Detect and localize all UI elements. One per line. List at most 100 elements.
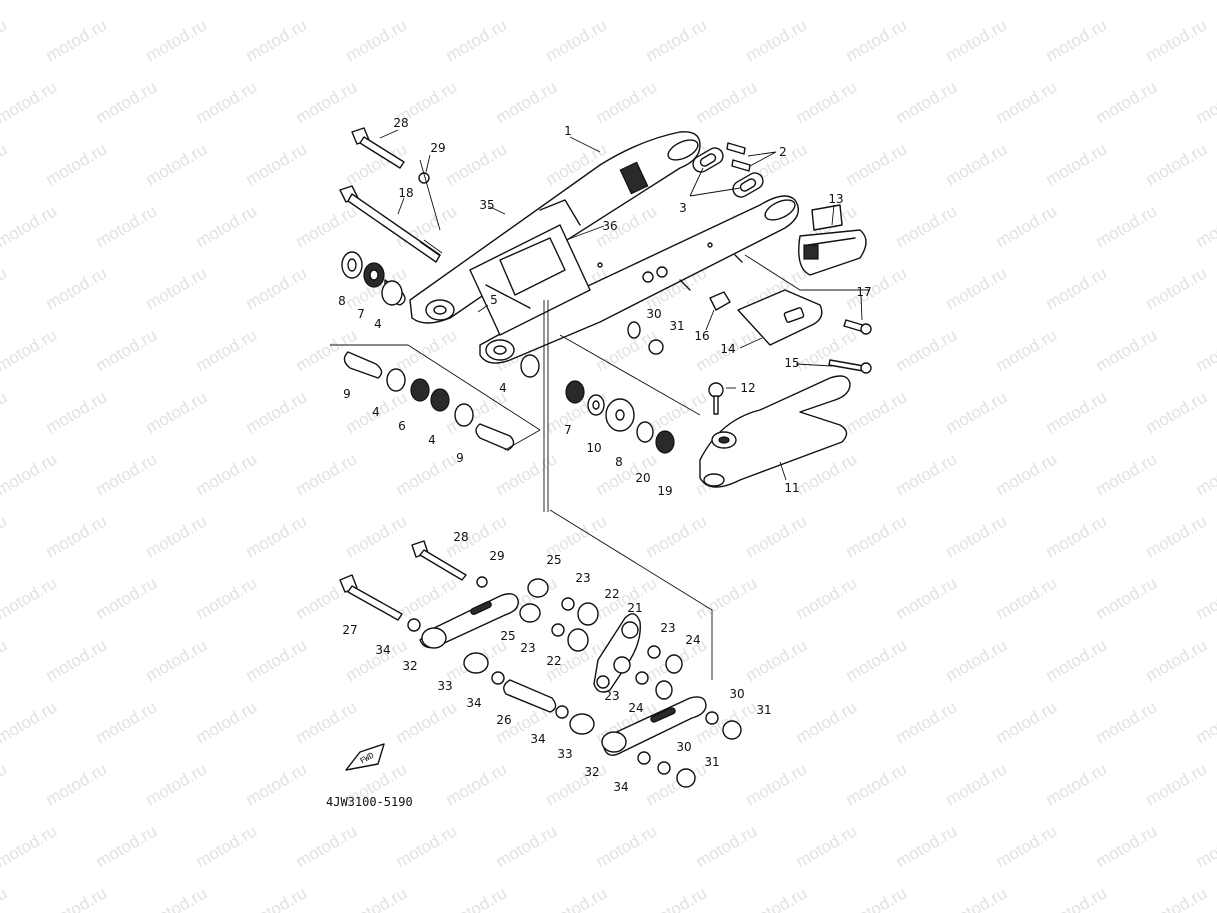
watermark-text: motod.ru — [93, 821, 161, 871]
adjuster-bolts — [726, 142, 751, 172]
callout-12: 12 — [740, 381, 755, 395]
watermark-text: motod.ru — [593, 0, 661, 3]
watermark-text: motod.ru — [943, 635, 1011, 685]
watermark-text: motod.ru — [693, 573, 761, 623]
watermark-text: motod.ru — [243, 635, 311, 685]
callout-8b: 8 — [615, 455, 623, 469]
callout-35: 35 — [479, 198, 494, 212]
watermark-text: motod.ru — [943, 139, 1011, 189]
leader-lines — [379, 129, 863, 481]
watermark-text: motod.ru — [1043, 139, 1111, 189]
hardware-right — [708, 291, 872, 415]
watermark-text: motod.ru — [93, 325, 161, 375]
watermark-text: motod.ru — [993, 449, 1061, 499]
watermark-text: motod.ru — [793, 697, 861, 747]
watermark-text: motod.ru — [143, 263, 211, 313]
watermark-text: motod.ru — [1093, 77, 1161, 127]
watermark-text: motod.ru — [143, 387, 211, 437]
watermark-text: motod.ru — [743, 759, 811, 809]
watermark-text: motod.ru — [793, 573, 861, 623]
watermark-text: motod.ru — [293, 0, 361, 3]
callout-1: 1 — [564, 124, 572, 138]
watermark-text: motod.ru — [243, 387, 311, 437]
watermark-text: motod.ru — [1043, 635, 1111, 685]
watermark-text: motod.ru — [143, 139, 211, 189]
watermark-text: motod.ru — [93, 0, 161, 3]
watermark-text: motod.ru — [443, 139, 511, 189]
watermark-text: motod.ru — [193, 325, 261, 375]
watermark-text: motod.ru — [443, 15, 511, 65]
callout-28a: 28 — [393, 116, 408, 130]
watermark-text: motod.ru — [1193, 325, 1217, 375]
callout-9b: 9 — [456, 451, 464, 465]
callout-27: 27 — [342, 623, 357, 637]
watermark-text: motod.ru — [793, 77, 861, 127]
connecting-arm — [699, 375, 851, 488]
callout-17: 17 — [856, 285, 871, 299]
watermark-text: motod.ru — [643, 15, 711, 65]
watermark-text: motod.ru — [1143, 139, 1211, 189]
watermark-text: motod.ru — [243, 759, 311, 809]
watermark-text: motod.ru — [243, 263, 311, 313]
watermark-text: motod.ru — [843, 139, 911, 189]
watermark-text: motod.ru — [993, 77, 1061, 127]
callout-numbers: 1 2 3 4 4 4 4 5 6 7 7 8 8 9 9 10 11 12 1… — [338, 116, 871, 794]
watermark-text: motod.ru — [1143, 759, 1211, 809]
callout-33a: 33 — [437, 679, 452, 693]
callout-23d: 23 — [604, 689, 619, 703]
callout-26: 26 — [496, 713, 511, 727]
callout-24a: 24 — [685, 633, 700, 647]
callout-30c: 30 — [676, 740, 691, 754]
callout-14: 14 — [720, 342, 735, 356]
watermark-text: motod.ru — [143, 635, 211, 685]
watermark-text: motod.ru — [1143, 635, 1211, 685]
watermark-text: motod.ru — [193, 0, 261, 3]
callout-11: 11 — [784, 481, 799, 495]
watermark-text: motod.ru — [493, 821, 561, 871]
fwd-arrow: FWD — [345, 743, 385, 771]
watermark-text: motod.ru — [1093, 201, 1161, 251]
callout-15: 15 — [784, 356, 799, 370]
watermark-text: motod.ru — [93, 449, 161, 499]
watermark-text: motod.ru — [993, 201, 1061, 251]
watermark-text: motod.ru — [343, 15, 411, 65]
watermark-text: motod.ru — [643, 511, 711, 561]
watermark-text: motod.ru — [193, 573, 261, 623]
watermark-text: motod.ru — [793, 0, 861, 3]
linkage-assembly — [339, 540, 742, 788]
watermark-text: motod.ru — [993, 821, 1061, 871]
watermark-text: motod.ru — [943, 511, 1011, 561]
callout-29b: 29 — [489, 549, 504, 563]
callout-4c: 4 — [372, 405, 380, 419]
watermark-text: motod.ru — [1193, 77, 1217, 127]
watermark-text: motod.ru — [0, 759, 10, 809]
callout-21: 21 — [627, 601, 642, 615]
callout-4a: 4 — [374, 317, 382, 331]
callout-36: 36 — [602, 219, 617, 233]
callout-33b: 33 — [557, 747, 572, 761]
watermark-text: motod.ru — [0, 139, 10, 189]
watermark-text: motod.ru — [993, 0, 1061, 3]
callout-31b: 31 — [756, 703, 771, 717]
watermark-text: motod.ru — [943, 883, 1011, 913]
watermark-text: motod.ru — [893, 821, 961, 871]
watermark-text: motod.ru — [743, 15, 811, 65]
callout-20: 20 — [635, 471, 650, 485]
watermark-text: motod.ru — [1143, 387, 1211, 437]
watermark-text: motod.ru — [543, 759, 611, 809]
watermark-text: motod.ru — [93, 77, 161, 127]
watermark-text: motod.ru — [843, 263, 911, 313]
watermark-text: motod.ru — [893, 449, 961, 499]
watermark-text: motod.ru — [393, 449, 461, 499]
watermark-text: motod.ru — [943, 15, 1011, 65]
watermark-text: motod.ru — [1143, 511, 1211, 561]
watermark-text: motod.ru — [593, 821, 661, 871]
watermark-text: motod.ru — [243, 139, 311, 189]
watermark-text: motod.ru — [143, 15, 211, 65]
callout-16: 16 — [694, 329, 709, 343]
watermark-text: motod.ru — [93, 573, 161, 623]
callout-24b: 24 — [628, 701, 643, 715]
watermark-text: motod.ru — [1043, 387, 1111, 437]
watermark-text: motod.ru — [693, 0, 761, 3]
